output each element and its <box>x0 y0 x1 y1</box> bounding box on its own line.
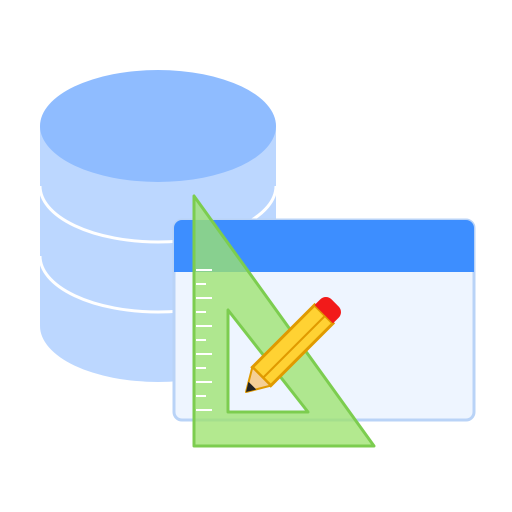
pencil-icon <box>245 297 341 393</box>
pencil-lead-tip <box>246 381 257 392</box>
database-top <box>40 70 276 182</box>
pencil-body-stripe <box>262 314 326 379</box>
set-square-ruler-ticks <box>196 269 212 411</box>
database-ring-1 <box>38 185 278 244</box>
window-titlebar <box>174 220 474 272</box>
pencil-eraser <box>314 297 341 324</box>
